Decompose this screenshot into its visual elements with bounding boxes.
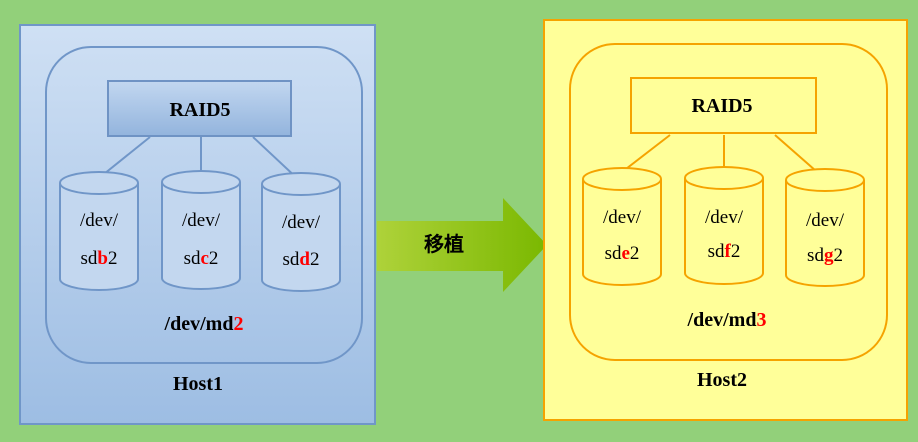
disk-path-line2: sdf2 bbox=[708, 241, 741, 262]
host2-md-container bbox=[569, 43, 888, 361]
disk-cylinder bbox=[261, 184, 341, 292]
arrow-label: 移植 bbox=[424, 232, 464, 256]
host1-raid-box bbox=[107, 80, 292, 137]
host1-raid-label: RAID5 bbox=[169, 99, 230, 121]
host1-md-container bbox=[45, 46, 363, 364]
host2-disk-3: /dev/ sdg2 bbox=[785, 168, 865, 287]
host1-panel: RAID5 /dev/ sdb2 /dev/ sdc2 /dev/ sdd2 /… bbox=[19, 24, 376, 425]
disk-highlight-letter: c bbox=[200, 248, 208, 269]
disk-top bbox=[582, 167, 662, 191]
disk-top bbox=[785, 168, 865, 192]
arrow-shape bbox=[377, 198, 547, 292]
host2-name: Host2 bbox=[697, 369, 747, 391]
host1-name: Host1 bbox=[173, 373, 223, 395]
disk-highlight-letter: e bbox=[621, 243, 629, 264]
disk-top bbox=[59, 171, 139, 195]
disk-path-line2: sdd2 bbox=[283, 249, 320, 270]
host1-disk-2: /dev/ sdc2 bbox=[161, 170, 241, 290]
disk-top bbox=[161, 170, 241, 194]
disk-path-line1: /dev/ bbox=[806, 210, 845, 231]
disk-path-line1: /dev/ bbox=[282, 212, 321, 233]
disk-highlight-letter: d bbox=[299, 249, 310, 270]
disk-path-line1: /dev/ bbox=[80, 210, 119, 231]
md-number: 2 bbox=[233, 313, 243, 335]
disk-path-line1: /dev/ bbox=[603, 207, 642, 228]
disk-path-line2: sdb2 bbox=[81, 248, 118, 269]
migration-arrow: 移植 bbox=[377, 198, 547, 292]
disk-top bbox=[261, 172, 341, 196]
host1-connector-1 bbox=[98, 136, 151, 179]
disk-cylinder bbox=[582, 179, 662, 286]
host2-connector-1 bbox=[621, 134, 671, 173]
disk-top bbox=[684, 166, 764, 190]
disk-path-line1: /dev/ bbox=[705, 207, 744, 228]
host2-md-label: /dev/md3 bbox=[687, 309, 767, 331]
host2-raid-box bbox=[630, 77, 817, 134]
host2-disk-1: /dev/ sde2 bbox=[582, 167, 662, 286]
md-number: 3 bbox=[756, 309, 766, 331]
host1-disk-3: /dev/ sdd2 bbox=[261, 172, 341, 292]
disk-cylinder bbox=[785, 180, 865, 287]
disk-cylinder bbox=[59, 183, 139, 291]
disk-path-line1: /dev/ bbox=[182, 210, 221, 231]
disk-highlight-letter: b bbox=[97, 248, 108, 269]
host2-disk-2: /dev/ sdf2 bbox=[684, 166, 764, 285]
disk-path-line2: sdc2 bbox=[184, 248, 219, 269]
host2-raid-label: RAID5 bbox=[691, 95, 752, 117]
host2-panel: RAID5 /dev/ sde2 /dev/ sdf2 /dev/ sdg2 /… bbox=[543, 19, 908, 421]
host1-md-label: /dev/md2 bbox=[164, 313, 244, 335]
disk-path-line2: sde2 bbox=[605, 243, 640, 264]
disk-highlight-letter: f bbox=[725, 241, 732, 262]
disk-cylinder bbox=[161, 182, 241, 290]
disk-cylinder bbox=[684, 178, 764, 285]
host1-disk-1: /dev/ sdb2 bbox=[59, 171, 139, 291]
disk-path-line2: sdg2 bbox=[807, 245, 843, 266]
disk-highlight-letter: g bbox=[824, 245, 834, 266]
